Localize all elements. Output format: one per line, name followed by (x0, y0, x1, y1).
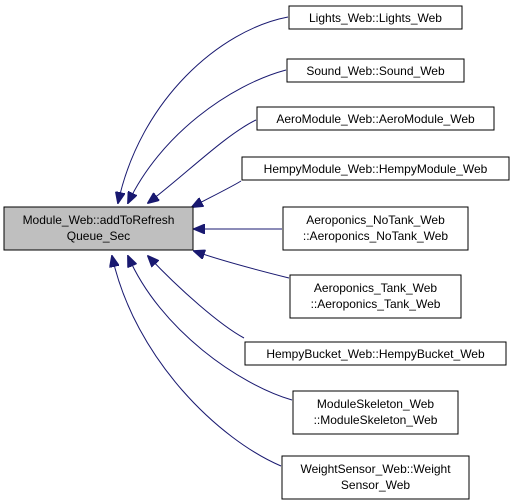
node-weightsensor-web-label-line-1: WeightSensor_Web::Weight (300, 462, 451, 476)
edge-hempymodule-web (192, 180, 242, 207)
edges (112, 16, 293, 467)
node-weightsensor-web-label-line-2: Sensor_Web (341, 478, 410, 492)
edge-lights-web (118, 16, 289, 203)
edge-moduleskeleton-web (128, 256, 293, 401)
node-aeroponics-tank-web-label-line-1: Aeroponics_Tank_Web (314, 281, 438, 295)
node-lights-web-label: Lights_Web::Lights_Web (309, 11, 442, 25)
node-lights-web[interactable]: Lights_Web::Lights_Web (288, 5, 463, 30)
node-moduleskeleton-web-label-line-2: ::ModuleSkeleton_Web (314, 413, 438, 427)
node-aeromodule-web-label: AeroModule_Web::AeroModule_Web (276, 112, 475, 126)
node-sound-web[interactable]: Sound_Web::Sound_Web (286, 58, 465, 83)
edge-aeroponics-tank-web (194, 251, 290, 279)
node-moduleskeleton-web-label-line-1: ModuleSkeleton_Web (317, 397, 435, 411)
edge-aeromodule-web (148, 119, 257, 203)
node-hempybucket-web[interactable]: HempyBucket_Web::HempyBucket_Web (244, 341, 507, 366)
target-node-label-line-2: Queue_Sec (67, 229, 130, 243)
edge-sound-web (128, 69, 287, 203)
node-hempymodule-web[interactable]: HempyModule_Web::HempyModule_Web (241, 156, 510, 181)
node-hempymodule-web-label: HempyModule_Web::HempyModule_Web (264, 162, 488, 176)
node-sound-web-label: Sound_Web::Sound_Web (306, 64, 445, 78)
target-node-label-line-1: Module_Web::addToRefresh (23, 213, 175, 227)
node-aeromodule-web[interactable]: AeroModule_Web::AeroModule_Web (256, 106, 495, 131)
target-node[interactable]: Module_Web::addToRefresh Queue_Sec (3, 206, 194, 251)
edge-weightsensor-web (112, 256, 282, 467)
node-aeroponics-notank-web-label-line-1: Aeroponics_NoTank_Web (306, 213, 445, 227)
node-aeroponics-notank-web[interactable]: Aeroponics_NoTank_Web ::Aeroponics_NoTan… (282, 206, 469, 251)
node-aeroponics-tank-web-label-line-2: ::Aeroponics_Tank_Web (311, 297, 441, 311)
node-weightsensor-web[interactable]: WeightSensor_Web::Weight Sensor_Web (281, 455, 470, 500)
node-aeroponics-tank-web[interactable]: Aeroponics_Tank_Web ::Aeroponics_Tank_We… (289, 274, 462, 319)
target-node-box (3, 206, 194, 251)
node-hempybucket-web-label: HempyBucket_Web::HempyBucket_Web (266, 347, 485, 361)
node-aeroponics-notank-web-label-line-2: ::Aeroponics_NoTank_Web (303, 229, 449, 243)
edge-hempybucket-web (148, 256, 245, 339)
node-moduleskeleton-web[interactable]: ModuleSkeleton_Web ::ModuleSkeleton_Web (292, 390, 459, 435)
